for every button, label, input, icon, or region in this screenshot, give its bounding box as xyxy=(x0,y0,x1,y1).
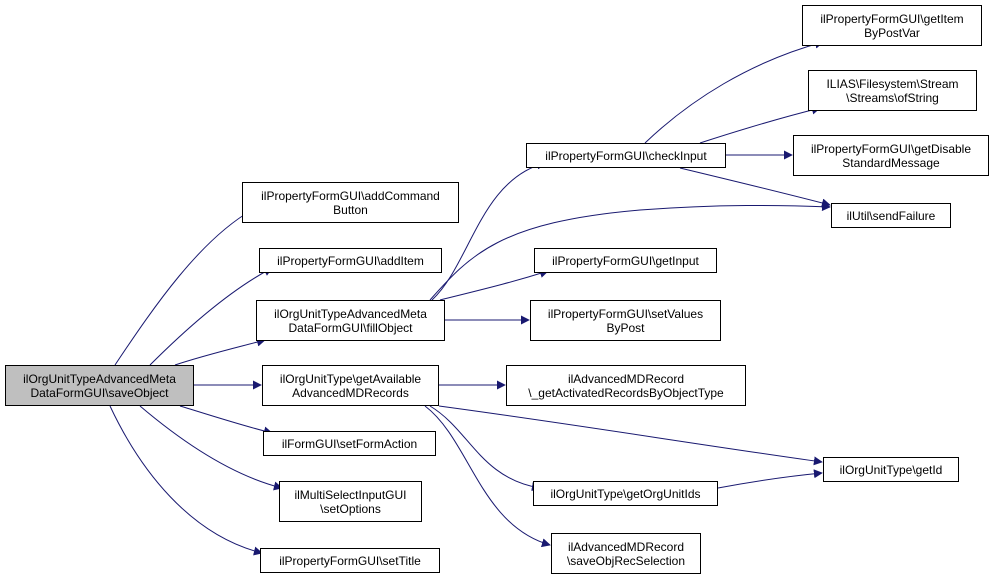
node-get-activated-records-line-1: ilAdvancedMDRecord xyxy=(567,371,685,386)
call-edges xyxy=(109,39,831,556)
edge-get-available-to-get-id xyxy=(438,405,823,466)
edge-get-available-to-save-obj-rec xyxy=(424,405,551,548)
node-get-item-by-post-var-line-2: ByPostVar xyxy=(864,25,920,40)
node-get-org-unit-ids[interactable]: ilOrgUnitType\getOrgUnitIds xyxy=(533,481,718,506)
node-get-disable-standard-message-line-1: ilPropertyFormGUI\getDisable xyxy=(810,141,972,156)
node-set-options-line-1: ilMultiSelectInputGUI xyxy=(294,487,407,502)
node-streams-of-string-line-2: \Streams\ofString xyxy=(846,90,939,105)
node-set-options[interactable]: ilMultiSelectInputGUI\setOptions xyxy=(279,481,422,522)
edge-check-input-to-send-failure xyxy=(679,167,831,208)
node-save-obj-rec-selection-line-2: \saveObjRecSelection xyxy=(566,553,686,568)
edge-get-org-unit-ids-to-get-id xyxy=(717,469,823,489)
node-get-id[interactable]: ilOrgUnitType\getId xyxy=(823,457,959,482)
node-get-id-line-1: ilOrgUnitType\getId xyxy=(839,462,943,477)
node-get-activated-records[interactable]: ilAdvancedMDRecord\_getActivatedRecordsB… xyxy=(506,365,746,406)
node-set-form-action-line-1: ilFormGUI\setFormAction xyxy=(281,436,418,451)
node-add-item-line-1: ilPropertyFormGUI\addItem xyxy=(277,253,424,268)
node-set-title-line-1: ilPropertyFormGUI\setTitle xyxy=(279,553,421,568)
edge-fill-object-to-get-input xyxy=(439,269,549,301)
node-set-values-by-post-line-2: ByPost xyxy=(606,320,645,335)
edge-root-to-fill-object xyxy=(174,337,266,366)
node-get-activated-records-line-2: \_getActivatedRecordsByObjectType xyxy=(528,385,724,400)
edge-check-input-to-streams-of-string xyxy=(699,105,821,144)
node-add-command-button-line-1: ilPropertyFormGUI\addCommand xyxy=(261,188,440,203)
node-send-failure[interactable]: ilUtil\sendFailure xyxy=(831,203,951,228)
edge-get-available-to-get-org-unit-ids xyxy=(429,405,541,492)
edge-root-to-set-title xyxy=(109,405,263,556)
node-set-form-action[interactable]: ilFormGUI\setFormAction xyxy=(263,431,436,456)
edge-check-input-to-get-item-by-post-var xyxy=(644,39,824,144)
node-add-item[interactable]: ilPropertyFormGUI\addItem xyxy=(259,248,442,273)
node-get-disable-standard-message-line-2: StandardMessage xyxy=(842,155,940,170)
node-streams-of-string-line-1: ILIAS\Filesystem\Stream xyxy=(826,76,959,91)
node-set-title[interactable]: ilPropertyFormGUI\setTitle xyxy=(260,548,440,573)
node-root-line-1: ilOrgUnitTypeAdvancedMeta xyxy=(23,371,176,386)
node-check-input-line-1: ilPropertyFormGUI\checkInput xyxy=(545,148,707,163)
node-get-org-unit-ids-line-1: ilOrgUnitType\getOrgUnitIds xyxy=(550,486,701,501)
node-fill-object-line-2: DataFormGUI\fillObject xyxy=(288,320,413,335)
edge-root-to-set-form-action xyxy=(179,405,273,436)
node-streams-of-string[interactable]: ILIAS\Filesystem\Stream\Streams\ofString xyxy=(808,70,977,111)
node-get-available-line-2: AdvancedMDRecords xyxy=(292,385,409,400)
edge-fill-object-to-send-failure xyxy=(429,202,831,301)
node-save-obj-rec-selection[interactable]: ilAdvancedMDRecord\saveObjRecSelection xyxy=(551,533,701,574)
node-check-input[interactable]: ilPropertyFormGUI\checkInput xyxy=(526,143,726,168)
edge-fill-object-to-check-input xyxy=(431,160,546,301)
node-fill-object-line-1: ilOrgUnitTypeAdvancedMeta xyxy=(274,306,427,321)
node-get-input[interactable]: ilPropertyFormGUI\getInput xyxy=(534,248,717,273)
edge-root-to-add-command-button xyxy=(114,209,253,366)
node-get-available-line-1: ilOrgUnitType\getAvailable xyxy=(279,371,422,386)
node-save-obj-rec-selection-line-1: ilAdvancedMDRecord xyxy=(567,539,685,554)
edge-root-to-set-options xyxy=(139,405,283,491)
node-send-failure-line-1: ilUtil\sendFailure xyxy=(846,208,936,223)
node-set-values-by-post-line-1: ilPropertyFormGUI\setValues xyxy=(547,306,704,321)
node-set-options-line-2: \setOptions xyxy=(320,501,381,516)
node-add-command-button-line-2: Button xyxy=(333,202,368,217)
edge-root-to-add-item xyxy=(149,267,273,366)
node-get-input-line-1: ilPropertyFormGUI\getInput xyxy=(552,253,699,268)
node-get-item-by-post-var-line-1: ilPropertyFormGUI\getItem xyxy=(820,11,964,26)
node-root-line-2: DataFormGUI\saveObject xyxy=(30,385,169,400)
